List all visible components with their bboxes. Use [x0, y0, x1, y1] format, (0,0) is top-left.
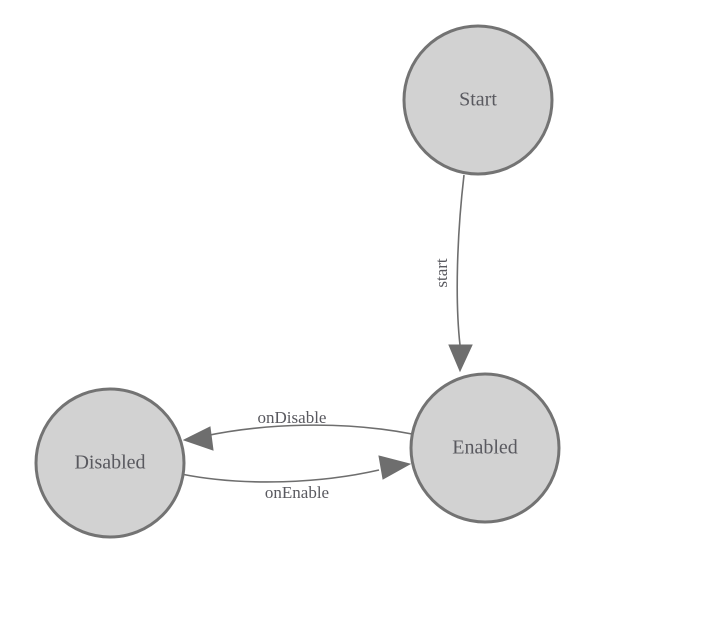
node-circle-enabled	[409, 372, 561, 524]
edge-label-onenable: onEnable	[265, 483, 329, 502]
edges-layer: start onDisable onEnable	[180, 174, 473, 502]
edge-label-ondisable: onDisable	[258, 408, 327, 427]
edge-label-start: start	[432, 258, 451, 288]
arrowhead-icon	[448, 344, 473, 373]
edge-disabled-to-enabled[interactable]: onEnable	[180, 455, 412, 502]
arrowhead-icon	[182, 426, 214, 451]
node-start[interactable]: Start	[402, 24, 554, 176]
edge-line	[204, 424, 413, 437]
edge-line	[180, 469, 380, 483]
node-label-start: Start	[459, 89, 497, 111]
node-circle-start	[402, 24, 554, 176]
edge-line	[456, 174, 465, 346]
node-disabled[interactable]: Disabled	[34, 387, 186, 539]
node-label-enabled: Enabled	[452, 437, 518, 459]
edge-start-to-enabled[interactable]: start	[432, 174, 473, 373]
node-enabled[interactable]: Enabled	[409, 372, 561, 524]
nodes-layer: Start Disabled Enabled	[34, 24, 561, 539]
edge-enabled-to-disabled[interactable]: onDisable	[182, 408, 413, 451]
arrowhead-icon	[378, 455, 412, 480]
node-circle-disabled	[34, 387, 186, 539]
node-label-disabled: Disabled	[74, 452, 145, 474]
